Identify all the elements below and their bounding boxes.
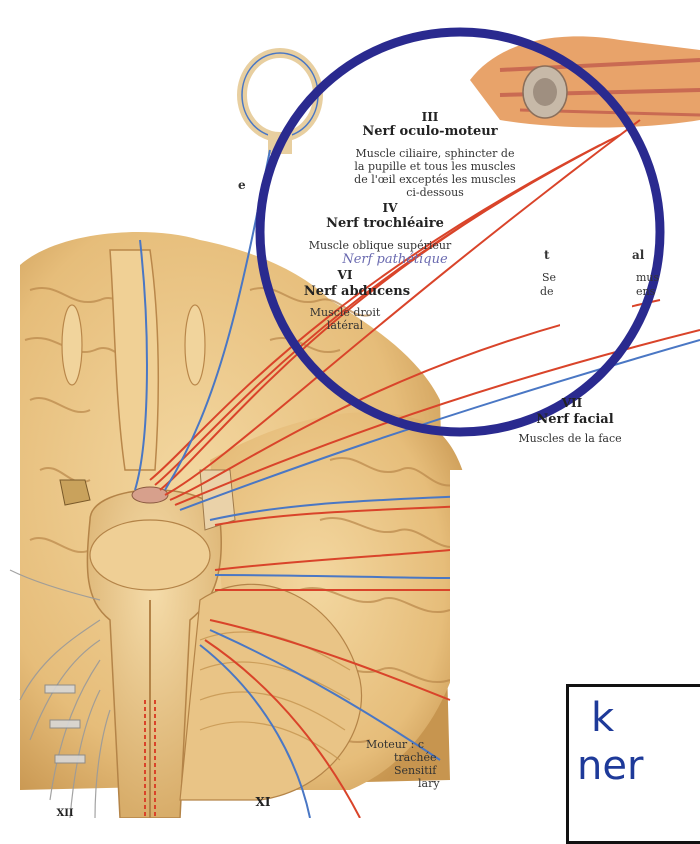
nerve-iii-title: Nerf oculo-moteur — [340, 124, 520, 139]
nerve-vi-number: VI — [325, 268, 365, 282]
nerve-xi-number: XI — [248, 795, 278, 809]
cover-panel — [560, 225, 632, 335]
nerve-xii-number: XII — [50, 808, 80, 819]
fragment-al: al — [632, 248, 644, 262]
nerve-function-fragment: Moteur : c trachée Sensitif lary — [366, 738, 440, 790]
nerve-iv-title: Nerf trochléaire — [300, 216, 470, 231]
nerve-iii-description: Muscle ciliaire, sphincter de la pupille… — [320, 147, 550, 199]
nerve-vi-title: Nerf abducens — [282, 284, 432, 299]
caption-textbox[interactable]: k ner — [566, 684, 700, 844]
fragment-mus: mus — [636, 271, 659, 284]
orbit-muscles — [470, 36, 700, 127]
fragment-ens: ens — [636, 285, 655, 298]
fragment-de: de — [540, 285, 554, 298]
caption-line-2: ner — [577, 743, 643, 789]
nerve-iv-number: IV — [370, 201, 410, 215]
side-fragment-e: e — [238, 178, 246, 192]
caption-line-1: k — [591, 695, 614, 741]
nerve-iv-description: Muscle oblique supérieur — [280, 239, 480, 252]
nerve-vii-description: Muscles de la face — [500, 432, 640, 445]
fragment-t: t — [544, 248, 550, 262]
nerve-vii-title: Nerf facial — [520, 412, 630, 427]
nerve-iv-handwritten-note: Nerf pathétique — [305, 252, 485, 267]
fragment-se: Se — [542, 271, 556, 284]
nerve-vii-number: VII — [552, 396, 592, 410]
nerve-iii-number: III — [410, 110, 450, 124]
anatomy-illustration: III Nerf oculo-moteur Muscle ciliaire, s… — [0, 0, 700, 818]
nerve-vi-description: Muscle droit latéral — [300, 306, 390, 332]
